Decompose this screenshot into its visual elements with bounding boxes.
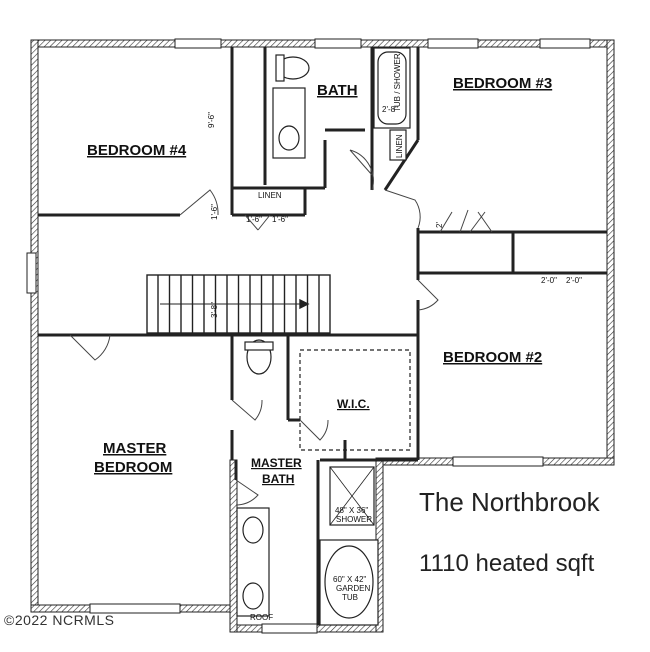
label-dim-linen-a: 1'-6"	[246, 215, 262, 224]
room-label-master-bath-line2: BATH	[262, 472, 294, 486]
interior-walls	[38, 47, 607, 625]
copyright-watermark: ©2022 NCRMLS	[4, 612, 115, 628]
room-label-master-line1: MASTER	[103, 440, 167, 457]
room-label-master-line2: BEDROOM	[94, 459, 172, 476]
label-tub-line2: GARDEN	[336, 584, 370, 593]
room-label-master-bath-line1: MASTER	[251, 456, 302, 470]
heated-sqft: 1110 heated sqft	[419, 550, 595, 577]
fixtures	[236, 47, 411, 626]
label-tub-line1: 60" X 42"	[333, 575, 366, 584]
label-dim-b4-closet: 9'-6"	[207, 112, 216, 128]
linen-closet-bath	[389, 129, 407, 161]
label-linen-bath: LINEN	[395, 134, 404, 158]
room-label-bedroom2: BEDROOM #2	[443, 349, 542, 366]
label-tub-shower: TUB / SHOWER	[393, 53, 402, 112]
label-dim-closet-a: 2'-0"	[541, 276, 557, 285]
label-dim-stair: 3'-8"	[210, 302, 219, 318]
label-shower-line2: SHOWER	[336, 515, 372, 524]
room-label-bedroom4: BEDROOM #4	[87, 142, 187, 159]
plan-name: The Northbrook	[419, 487, 600, 517]
room-label-bath: BATH	[317, 82, 358, 99]
sink-bath	[278, 125, 300, 151]
label-dim-hall: 1'-6"	[210, 204, 219, 220]
stairs	[146, 274, 331, 334]
label-roof: ROOF	[250, 613, 273, 622]
room-label-wic: W.I.C.	[337, 397, 370, 411]
room-label-bedroom3: BEDROOM #3	[453, 75, 552, 92]
label-dim-b3-door: 2'	[435, 222, 444, 228]
door-swings	[69, 149, 493, 506]
label-dim-tub: 2'-8"	[382, 105, 398, 114]
label-dim-closet-b: 2'-0"	[566, 276, 582, 285]
label-linen-hall: LINEN	[258, 191, 282, 200]
windows	[26, 38, 591, 634]
label-shower-line1: 48" X 36"	[335, 506, 368, 515]
label-tub-line3: TUB	[342, 593, 358, 602]
label-dim-linen-b: 1'-6"	[272, 215, 288, 224]
